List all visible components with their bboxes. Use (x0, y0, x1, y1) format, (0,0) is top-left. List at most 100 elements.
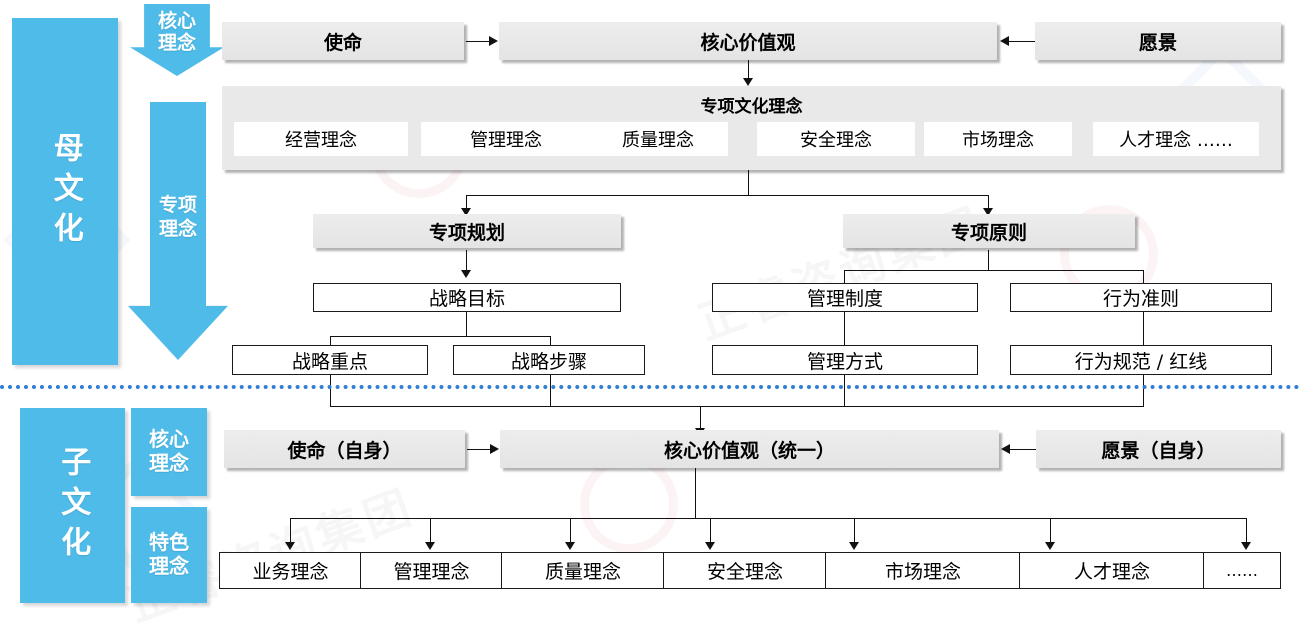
principle-stem (988, 250, 989, 270)
cross-to-child-values-line (700, 406, 701, 430)
steps-cross-drop (550, 375, 551, 406)
child-concept-cell[interactable]: 人才理念 (1019, 552, 1205, 589)
mission-own-label: 使命（自身） (287, 439, 402, 462)
goal-right-drop (550, 336, 551, 346)
vision-to-values-line (1009, 41, 1035, 42)
branch-left-drop (466, 195, 467, 210)
fan-drop (430, 518, 431, 544)
feature-concept-tag: 特色 理念 (131, 507, 207, 603)
special-concept-arrow-label-2: 理念 (158, 218, 197, 240)
mission-box[interactable]: 使命 (222, 22, 464, 60)
mission-to-values-line (466, 41, 490, 42)
values-to-panel-arrowhead (743, 78, 753, 86)
management-system-drop (844, 312, 845, 345)
core-concept-tag: 核心 理念 (131, 408, 207, 496)
core-concept-tag-label-1: 核心 (149, 427, 189, 452)
special-culture-item-label: 经营理念 (285, 130, 357, 151)
special-culture-item[interactable]: 人才理念 …… (1093, 122, 1259, 156)
special-culture-item[interactable]: 市场理念 (924, 122, 1072, 156)
panel-split-line (466, 195, 988, 196)
special-principle-box[interactable]: 专项原则 (843, 214, 1135, 248)
norm-cross-drop (1143, 375, 1144, 406)
management-system-label: 管理制度 (806, 288, 883, 310)
branch-right-drop (988, 195, 989, 210)
special-culture-item[interactable]: 安全理念 (757, 122, 915, 156)
fan-arrowhead (1241, 542, 1251, 550)
child-concept-cell[interactable]: …… (1203, 552, 1281, 589)
special-culture-item[interactable]: 经营理念 (234, 122, 408, 156)
fan-drop (1246, 518, 1247, 544)
fan-arrowhead (1045, 542, 1055, 550)
vision-to-values-arrowhead (1000, 36, 1009, 46)
culture-divider (0, 385, 1300, 389)
watermark-ring (580, 455, 678, 553)
special-culture-item[interactable]: 质量理念 (588, 122, 728, 156)
strategy-steps-label: 战略步骤 (510, 350, 587, 373)
management-method-box[interactable]: 管理方式 (712, 345, 978, 375)
goal-left-drop (330, 336, 331, 346)
goal-stem (466, 312, 467, 336)
core-values-unified-box[interactable]: 核心价值观（统一） (500, 430, 999, 468)
core-values-unified-label: 核心价值观（统一） (663, 439, 835, 462)
child-concept-label: …… (1226, 561, 1258, 580)
behavior-norm-label: 行为规范 / 红线 (1074, 350, 1208, 373)
core-values-box[interactable]: 核心价值观 (499, 22, 997, 60)
child-concept-label: 质量理念 (544, 561, 621, 583)
management-system-box[interactable]: 管理制度 (712, 283, 978, 312)
fan-drop (1050, 518, 1051, 544)
special-culture-item[interactable]: 管理理念 (421, 122, 591, 156)
child-values-stem (695, 468, 696, 518)
strategy-focus-box[interactable]: 战略重点 (232, 345, 428, 375)
special-plan-to-goal-arrowhead (461, 270, 471, 278)
special-concept-arrow-label-1: 专项 (158, 194, 197, 216)
goal-split-line (330, 336, 550, 337)
core-concept-arrow-label-1: 核心 (157, 10, 196, 32)
special-principle-arrowhead (983, 208, 993, 216)
special-culture-item-label: 人才理念 …… (1119, 130, 1233, 151)
fan-drop (854, 518, 855, 544)
child-concept-cell[interactable]: 市场理念 (825, 552, 1021, 589)
core-values-label: 核心价值观 (700, 31, 796, 54)
vision-own-box[interactable]: 愿景（自身） (1036, 430, 1281, 468)
strategy-steps-box[interactable]: 战略步骤 (453, 345, 645, 375)
child-concept-cell[interactable]: 业务理念 (219, 552, 362, 589)
fan-arrowhead (285, 542, 295, 550)
core-concept-arrow-label-2: 理念 (157, 32, 196, 54)
child-concept-cell[interactable]: 管理理念 (360, 552, 503, 589)
principle-right-drop (1143, 270, 1144, 283)
child-concept-label: 安全理念 (706, 561, 783, 583)
method-cross-drop (844, 375, 845, 406)
special-concept-arrow: 专项 理念 (128, 102, 228, 360)
child-culture-label: 子文化 (55, 445, 91, 566)
special-plan-label: 专项规划 (428, 221, 505, 244)
fan-arrowhead (849, 542, 859, 550)
focus-cross-drop (330, 375, 331, 406)
child-culture-bar: 子文化 (20, 408, 125, 603)
feature-concept-tag-label-2: 理念 (149, 554, 189, 578)
child-concept-label: 人才理念 (1073, 561, 1150, 583)
strategy-goal-label: 战略目标 (428, 288, 505, 310)
principle-left-drop (844, 270, 845, 283)
child-concept-cell[interactable]: 质量理念 (501, 552, 665, 589)
parent-culture-bar: 母文化 (12, 18, 118, 365)
fan-drop (570, 518, 571, 544)
vision-label: 愿景 (1138, 31, 1177, 54)
vision-box[interactable]: 愿景 (1035, 22, 1281, 60)
child-concept-label: 市场理念 (884, 561, 961, 583)
fan-arrowhead (705, 542, 715, 550)
vision-own-to-values-line (1010, 449, 1036, 450)
special-principle-label: 专项原则 (950, 221, 1027, 244)
mission-to-values-arrowhead (489, 36, 498, 46)
child-concept-cell[interactable]: 安全理念 (663, 552, 827, 589)
special-plan-box[interactable]: 专项规划 (313, 214, 621, 248)
principle-split-line (844, 270, 1144, 271)
behavior-code-drop (1143, 312, 1144, 345)
strategy-goal-box[interactable]: 战略目标 (313, 283, 621, 312)
core-concept-tag-label-2: 理念 (149, 451, 189, 475)
behavior-code-box[interactable]: 行为准则 (1010, 283, 1272, 312)
special-culture-item-label: 安全理念 (800, 130, 872, 151)
mission-own-box[interactable]: 使命（自身） (224, 430, 465, 468)
special-culture-panel-title: 专项文化理念 (700, 97, 803, 117)
behavior-norm-box[interactable]: 行为规范 / 红线 (1010, 345, 1272, 375)
